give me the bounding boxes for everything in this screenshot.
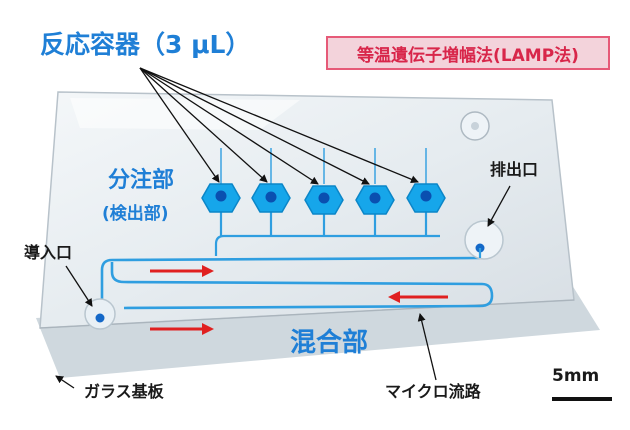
flow-arrow-right-1 (150, 265, 214, 277)
reaction-chamber-2 (251, 183, 291, 213)
outlet-reservoir (464, 220, 504, 260)
callout-reactor-1 (139, 67, 220, 183)
callout-channel (417, 313, 437, 381)
outlet-label: 排出口 (490, 160, 539, 179)
reaction-chamber-5 (406, 183, 446, 213)
method-badge: 等温遺伝子増幅法(LAMP法) (326, 36, 610, 70)
flow-arrows (150, 265, 448, 335)
dispense-label: 分注部 (108, 168, 175, 193)
glass-slab (36, 91, 600, 378)
reaction-chambers (201, 183, 446, 215)
callout-reactor-3 (139, 67, 319, 185)
callout-lines (55, 67, 511, 389)
callout-inlet (65, 265, 93, 307)
glass-sheen (70, 98, 300, 130)
microchannel-label: マイクロ流路 (385, 382, 481, 401)
reaction-chamber-4 (355, 185, 395, 215)
mixing-label: 混合部 (290, 328, 369, 358)
callout-reactor-2 (139, 67, 268, 183)
callout-reactor-5 (139, 67, 419, 184)
feed-lines (214, 148, 440, 256)
top-port (460, 111, 490, 141)
callout-reactor-4 (139, 67, 370, 185)
microchannel (100, 256, 494, 312)
flow-arrow-right-2 (150, 323, 214, 335)
glass-substrate-label: ガラス基板 (84, 382, 164, 401)
reactor-title: 反応容器（3 μL） (40, 30, 251, 59)
flow-arrow-left (388, 291, 448, 303)
inlet-dot-icon (95, 313, 105, 323)
detect-label: (検出部) (102, 204, 169, 224)
scale-label: 5mm (552, 366, 600, 386)
feed-manifold (214, 234, 440, 256)
glass-bottom-edge (36, 285, 600, 378)
inlet-label: 導入口 (24, 243, 73, 262)
reaction-chamber-3 (304, 185, 344, 215)
inlet-reservoir (84, 298, 116, 330)
callout-outlet (487, 185, 511, 227)
method-badge-text: 等温遺伝子増幅法(LAMP法) (357, 45, 579, 66)
reaction-chamber-1 (201, 183, 241, 213)
callout-glass (55, 375, 75, 389)
